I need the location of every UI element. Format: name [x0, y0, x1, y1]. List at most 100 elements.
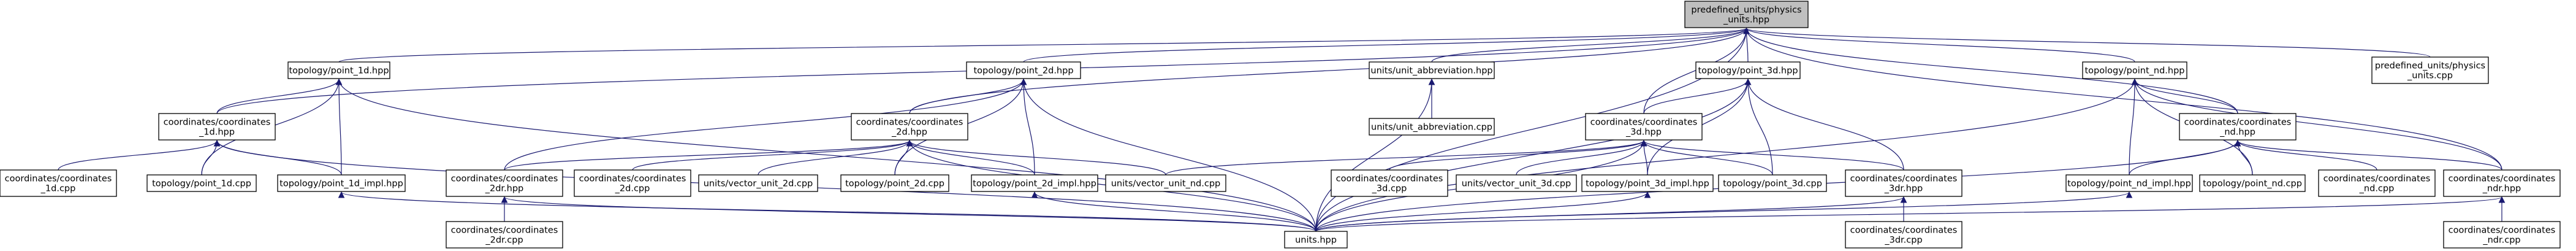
edge-n1-n14: [335, 78, 343, 176]
node-box: [287, 61, 390, 79]
node-label: _1d.hpp: [199, 128, 235, 137]
graph-node-topology-point-1d-impl-hpp[interactable]: topology/point_1d_impl.hpp: [277, 174, 406, 192]
edge-n1-n7: [216, 78, 343, 114]
graph-node-topology-point-2d-hpp[interactable]: topology/point_2d.hpp: [966, 61, 1081, 79]
node-label: coordinates/coordinates: [1590, 118, 1698, 128]
node-label: _3dr.cpp: [1884, 236, 1922, 245]
edge-n8-n19: [906, 139, 1035, 176]
node-label: coordinates/coordinates: [2449, 226, 2556, 236]
edge-n26-n30: [1315, 191, 2132, 232]
graph-node-coordinates-coordinates-1d-cpp[interactable]: coordinates/coordinates_1d.cpp: [0, 169, 117, 197]
edge-n2-n15: [504, 78, 1027, 171]
graph-node-coordinates-coordinates-2d-hpp[interactable]: coordinates/coordinates_2d.hpp: [851, 113, 968, 141]
node-box: [158, 113, 276, 141]
edge-n0-n11: [1743, 27, 2238, 114]
graph-node-topology-point-nd-cpp[interactable]: topology/point_nd.cpp: [2199, 174, 2306, 192]
edge-n2-n19: [1020, 78, 1035, 176]
edge-n5-n11: [2131, 78, 2238, 114]
edge-n4-n25: [1744, 78, 1904, 171]
node-label: coordinates/coordinates: [579, 174, 686, 184]
graph-node-units-vector-unit-nd-cpp[interactable]: units/vector_unit_nd.cpp: [1105, 174, 1226, 192]
graph-node-predefined-units-physics-units-hpp[interactable]: predefined_units/physics_units.hpp: [1684, 1, 1809, 28]
node-label: _2d.cpp: [615, 184, 650, 194]
graph-node-coordinates-coordinates-ndr-cpp[interactable]: coordinates/coordinates_ndr.cpp: [2443, 221, 2561, 249]
node-label: topology/point_2d_impl.hpp: [973, 179, 1096, 189]
edge-n0-n6: [1743, 27, 2431, 58]
node-box: [1845, 221, 1962, 249]
edge-n5-n26: [2129, 78, 2138, 176]
graph-node-topology-point-3d-hpp[interactable]: topology/point_3d.hpp: [1695, 61, 1801, 79]
node-label: topology/point_3d_impl.hpp: [1586, 179, 1709, 189]
graph-node-topology-point-3d-cpp[interactable]: topology/point_3d.cpp: [1718, 174, 1827, 192]
graph-node-topology-point-nd-impl-hpp[interactable]: topology/point_nd_impl.hpp: [2065, 174, 2193, 192]
node-box: [0, 169, 117, 197]
graph-node-coordinates-coordinates-2dr-hpp[interactable]: coordinates/coordinates_2dr.hpp: [446, 169, 563, 197]
node-label: _1d.cpp: [40, 184, 76, 194]
graph-node-topology-point-1d-hpp[interactable]: topology/point_1d.hpp: [287, 61, 390, 79]
node-label: _2d.hpp: [891, 128, 927, 137]
node-label: topology/point_1d_impl.hpp: [279, 179, 403, 189]
node-label: coordinates/coordinates: [451, 174, 558, 184]
node-label: _nd.cpp: [2359, 184, 2395, 194]
node-box: [1684, 1, 1809, 28]
graph-node-units-unit-abbreviation-cpp[interactable]: units/unit_abbreviation.cpp: [1369, 118, 1495, 136]
graph-node-coordinates-coordinates-3d-hpp[interactable]: coordinates/coordinates_3d.hpp: [1585, 113, 1703, 141]
node-label: _3d.hpp: [1625, 128, 1662, 137]
node-box: [966, 61, 1081, 79]
node-label: units.hpp: [1295, 236, 1337, 245]
node-box: [1369, 118, 1495, 136]
edge-n8-n16: [632, 139, 913, 171]
node-label: topology/point_1d.cpp: [152, 179, 251, 189]
node-label: predefined_units/physics: [1691, 6, 1801, 15]
graph-node-coordinates-coordinates-ndr-hpp[interactable]: coordinates/coordinates_ndr.hpp: [2443, 169, 2561, 197]
graph-node-topology-point-2d-cpp[interactable]: topology/point_2d.cpp: [840, 174, 949, 192]
node-label: _2dr.cpp: [485, 236, 523, 245]
graph-node-coordinates-coordinates-nd-hpp[interactable]: coordinates/coordinates_nd.hpp: [2179, 113, 2297, 141]
edge-n2-n30: [1020, 78, 1316, 232]
edge-n0-n29: [1743, 27, 2502, 171]
node-box: [2318, 169, 2436, 197]
node-label: coordinates/coordinates: [451, 226, 558, 236]
node-box: [446, 169, 563, 197]
node-label: _2dr.hpp: [485, 184, 524, 194]
graph-node-topology-point-1d-cpp[interactable]: topology/point_1d.cpp: [146, 174, 257, 192]
node-label: coordinates/coordinates: [1850, 174, 1958, 184]
node-box: [698, 174, 818, 192]
graph-node-coordinates-coordinates-nd-cpp[interactable]: coordinates/coordinates_nd.cpp: [2318, 169, 2436, 197]
node-label: topology/point_1d.hpp: [289, 66, 389, 76]
node-label: _3d.cpp: [1372, 184, 1407, 194]
graph-node-coordinates-coordinates-3d-cpp[interactable]: coordinates/coordinates_3d.cpp: [1331, 169, 1448, 197]
graph-node-topology-point-3d-impl-hpp[interactable]: topology/point_3d_impl.hpp: [1581, 174, 1714, 192]
node-label: _units.hpp: [1723, 15, 1769, 25]
node-box: [1695, 61, 1801, 79]
node-box: [2082, 61, 2187, 79]
graph-node-predefined-units-physics-units-cpp[interactable]: predefined_units/physics_units.cpp: [2371, 56, 2489, 84]
edge-n4-n10: [1643, 78, 1752, 114]
edge-n29-n30: [1315, 196, 2505, 232]
graph-node-units-hpp[interactable]: units.hpp: [1284, 231, 1348, 249]
graph-node-units-vector-unit-3d-cpp[interactable]: units/vector_unit_3d.cpp: [1456, 174, 1577, 192]
edge-n5-n29: [2131, 78, 2502, 171]
graph-node-coordinates-coordinates-3dr-hpp[interactable]: coordinates/coordinates_3dr.hpp: [1845, 169, 1962, 197]
edge-n10-n25: [1640, 139, 1904, 171]
graph-node-coordinates-coordinates-2dr-cpp[interactable]: coordinates/coordinates_2dr.cpp: [446, 221, 563, 249]
graph-node-units-vector-unit-2d-cpp[interactable]: units/vector_unit_2d.cpp: [698, 174, 818, 192]
graph-node-topology-point-2d-impl-hpp[interactable]: topology/point_2d_impl.hpp: [971, 174, 1098, 192]
node-box: [851, 113, 968, 141]
graph-node-coordinates-coordinates-1d-hpp[interactable]: coordinates/coordinates_1d.hpp: [158, 113, 276, 141]
node-box: [1331, 169, 1448, 197]
graph-node-topology-point-nd-hpp[interactable]: topology/point_nd.hpp: [2082, 61, 2187, 79]
edge-n4-n30: [1315, 78, 1752, 232]
node-label: topology/point_nd.hpp: [2084, 66, 2184, 76]
edge-n14-n30: [338, 191, 1316, 232]
node-box: [277, 174, 406, 192]
node-label: _3dr.hpp: [1884, 184, 1923, 194]
node-label: topology/point_nd.cpp: [2203, 179, 2302, 189]
node-label: predefined_units/physics: [2375, 61, 2485, 71]
node-label: units/unit_abbreviation.hpp: [1370, 66, 1492, 76]
edge-n15-n30: [501, 196, 1316, 232]
graph-node-coordinates-coordinates-3dr-cpp[interactable]: coordinates/coordinates_3dr.cpp: [1845, 221, 1962, 249]
graph-node-coordinates-coordinates-2d-cpp[interactable]: coordinates/coordinates_2d.cpp: [574, 169, 691, 197]
graph-node-units-unit-abbreviation-hpp[interactable]: units/unit_abbreviation.hpp: [1369, 61, 1495, 79]
